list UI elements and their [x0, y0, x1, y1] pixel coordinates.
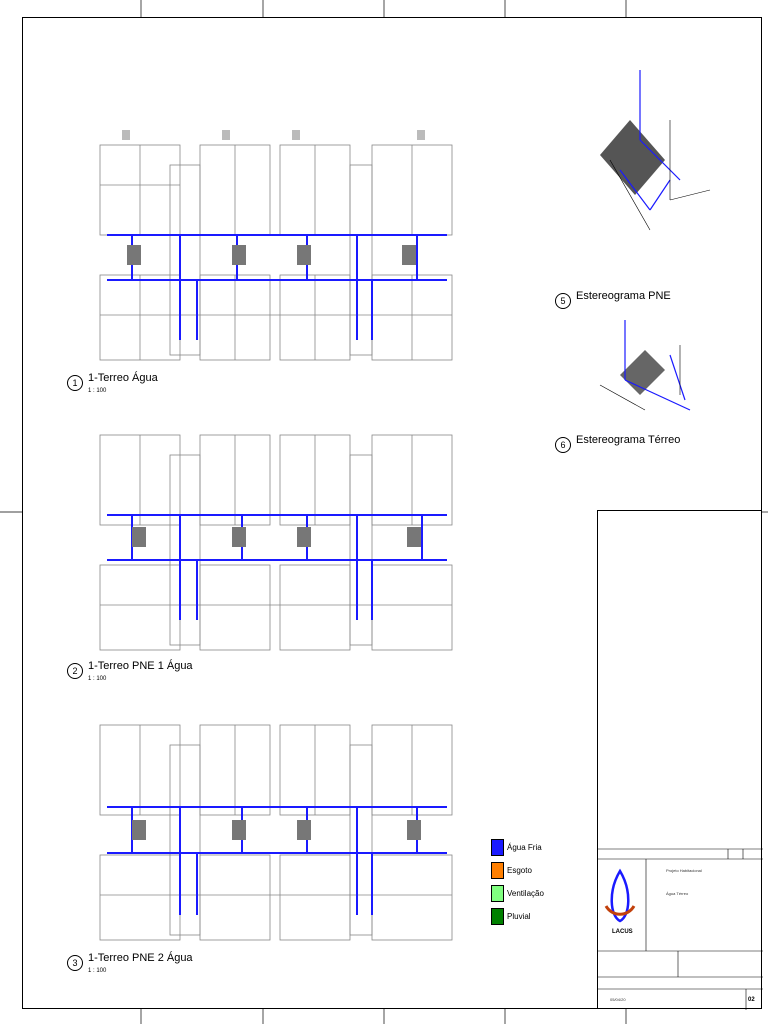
view-title-5: 5 Estereograma PNE [555, 290, 671, 309]
project-label: Projeto Habitacional [666, 868, 702, 873]
view-name: 1-Terreo Água [88, 372, 158, 384]
legend-swatch [491, 908, 504, 925]
view-name: Estereograma Térreo [576, 434, 681, 446]
view-number: 6 [555, 437, 571, 453]
title-block: LACUS Projeto Habitacional Água Térreo 0… [597, 510, 763, 1010]
legend-swatch [491, 862, 504, 879]
view-title-6: 6 Estereograma Térreo [555, 434, 680, 453]
stereogram-pne [590, 60, 720, 245]
floor-plan-2 [92, 415, 462, 655]
floor-plan-2-drawing [99, 434, 453, 651]
view-number: 3 [67, 955, 83, 971]
floor-plan-1-drawing [99, 130, 453, 361]
legend-swatch [491, 885, 504, 902]
drawing-frame [22, 17, 762, 1009]
view-title-3: 3 1-Terreo PNE 2 Água 1 : 100 [67, 952, 193, 975]
view-title-1: 1 1-Terreo Água 1 : 100 [67, 372, 158, 395]
legend-label: Água Fria [507, 843, 542, 852]
view-scale: 1 : 100 [88, 968, 107, 974]
legend-label: Pluvial [507, 912, 531, 921]
view-name: Estereograma PNE [576, 290, 671, 302]
stereogram-terreo [590, 315, 720, 430]
legend-item-ventilacao: Ventilação [491, 882, 544, 905]
floor-plan-3 [92, 705, 462, 945]
legend-label: Ventilação [507, 889, 544, 898]
legend-swatch [491, 839, 504, 856]
legend: Água Fria Esgoto Ventilação Pluvial [491, 836, 544, 928]
view-scale: 1 : 100 [88, 676, 107, 682]
drawing-date: 05/04/20 [610, 997, 626, 1002]
view-scale: 1 : 100 [88, 388, 107, 394]
drawing-label: Água Térreo [666, 891, 689, 896]
view-title-2: 2 1-Terreo PNE 1 Água 1 : 100 [67, 660, 193, 683]
legend-item-pluvial: Pluvial [491, 905, 544, 928]
view-name: 1-Terreo PNE 1 Água [88, 660, 193, 672]
floor-plan-1 [92, 125, 462, 365]
view-number: 2 [67, 663, 83, 679]
legend-item-agua-fria: Água Fria [491, 836, 544, 859]
company-logo-text: LACUS [612, 929, 633, 935]
view-number: 1 [67, 375, 83, 391]
floor-plan-3-drawing [99, 724, 453, 941]
view-number: 5 [555, 293, 571, 309]
view-name: 1-Terreo PNE 2 Água [88, 952, 193, 964]
stereogram-terreo-drawing [599, 320, 691, 411]
legend-item-esgoto: Esgoto [491, 859, 544, 882]
title-block-grid [598, 848, 763, 1010]
legend-label: Esgoto [507, 866, 532, 875]
stereogram-pne-drawing [600, 70, 711, 231]
sheet-number: 02 [748, 997, 755, 1003]
